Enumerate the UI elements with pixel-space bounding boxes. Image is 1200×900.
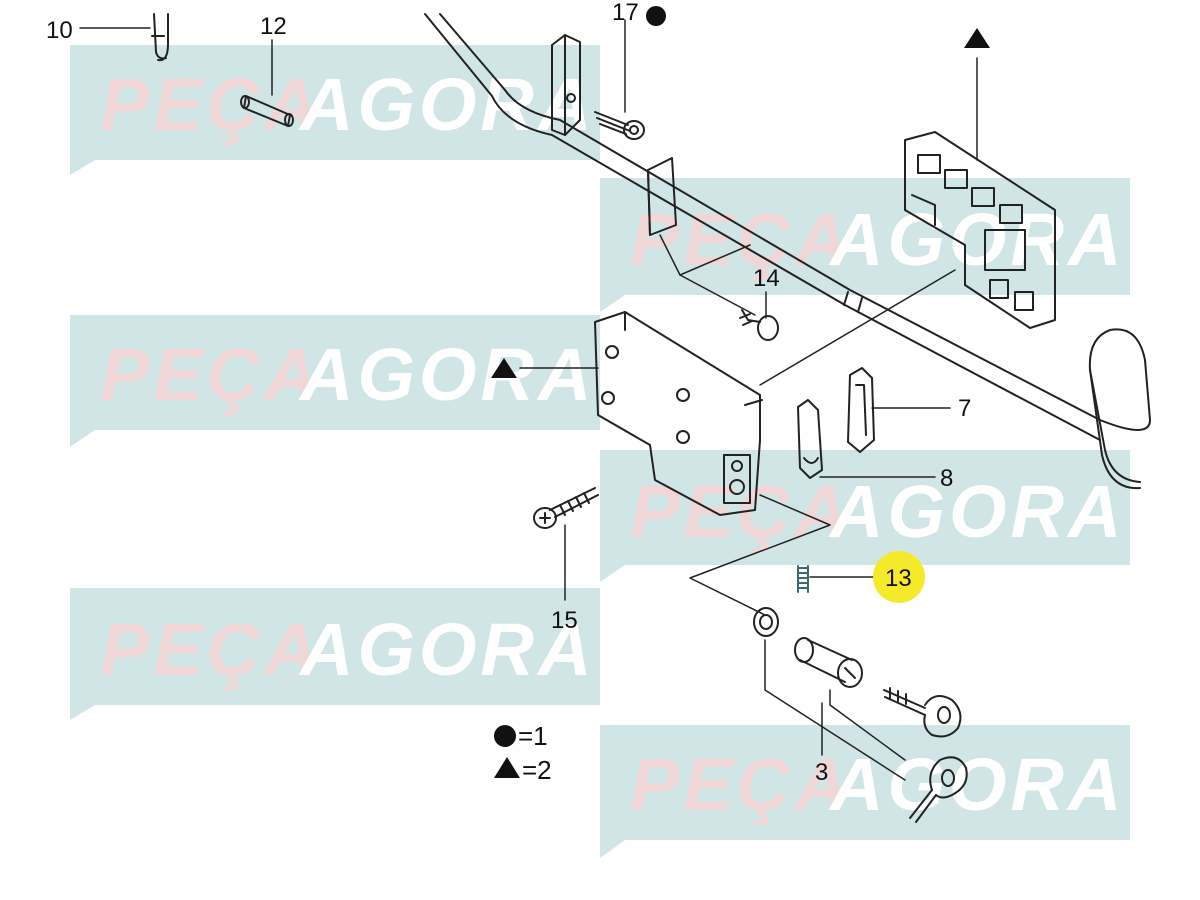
circle-marker-17 (646, 6, 666, 26)
callout-7: 7 (958, 395, 971, 422)
push-rivet-14 (739, 309, 779, 341)
triangle-marker-plate (964, 28, 990, 48)
watermark-4: PEÇA AGORA (600, 450, 1130, 582)
callout-17: 17 (612, 0, 639, 26)
legend-triangle-label: =2 (522, 755, 552, 785)
callout-8: 8 (940, 465, 953, 492)
leader-lines (79, 19, 978, 756)
callout-14: 14 (753, 265, 780, 292)
screw-17 (594, 111, 645, 140)
symbols (491, 6, 990, 603)
keys (883, 687, 968, 823)
watermark-2: PEÇA AGORA (600, 178, 1130, 312)
operating-rod (424, 13, 1151, 490)
watermark-1-right: AGORA (298, 63, 595, 146)
spring-13 (797, 565, 809, 593)
legend-circle-icon (494, 725, 516, 747)
watermark-5-left: PEÇA (100, 608, 322, 691)
assembly-lines (659, 234, 956, 781)
callout-3: 3 (815, 759, 828, 786)
rod-guide (647, 157, 677, 236)
callout-10: 10 (46, 17, 73, 44)
lock-housing (594, 311, 763, 516)
washer (753, 607, 779, 637)
watermark-5-right: AGORA (298, 608, 595, 691)
callout-labels: 10 12 17 14 7 8 13 15 3 (46, 0, 971, 786)
callout-13: 13 (885, 565, 912, 592)
callout-12: 12 (260, 13, 287, 40)
triangle-marker-housing (491, 358, 517, 378)
hook-10 (151, 13, 169, 62)
watermark-1-left: PEÇA (100, 63, 322, 146)
watermark-2-left: PEÇA (630, 198, 852, 281)
callout-15: 15 (551, 607, 578, 634)
watermark-2-right: AGORA (828, 198, 1125, 281)
watermark-layer: PEÇA AGORA PEÇA AGORA PEÇA AGORA PEÇA AG… (70, 45, 1130, 858)
screw-15 (533, 487, 599, 529)
watermark-6: PEÇA AGORA (600, 725, 1130, 858)
legend: =1 =2 (494, 721, 552, 785)
watermark-6-right: AGORA (828, 743, 1125, 826)
mounting-plate (904, 131, 1056, 329)
pin-12 (240, 95, 294, 127)
watermark-3: PEÇA AGORA (70, 315, 600, 447)
watermark-4-right: AGORA (828, 470, 1125, 553)
watermark-3-left: PEÇA (100, 333, 322, 416)
watermark-1: PEÇA AGORA (70, 45, 600, 175)
drawing-layer (79, 13, 1151, 823)
clip-part-7 (847, 367, 875, 453)
watermark-5: PEÇA AGORA (70, 588, 600, 720)
highlight-13 (873, 551, 925, 603)
legend-circle-label: =1 (518, 721, 548, 751)
legend-triangle-icon (494, 757, 520, 778)
watermark-6-left: PEÇA (630, 743, 852, 826)
rod-bracket (551, 34, 581, 136)
lock-cylinder (794, 637, 863, 688)
watermark-3-right: AGORA (298, 333, 595, 416)
clip-part-8 (797, 399, 823, 479)
